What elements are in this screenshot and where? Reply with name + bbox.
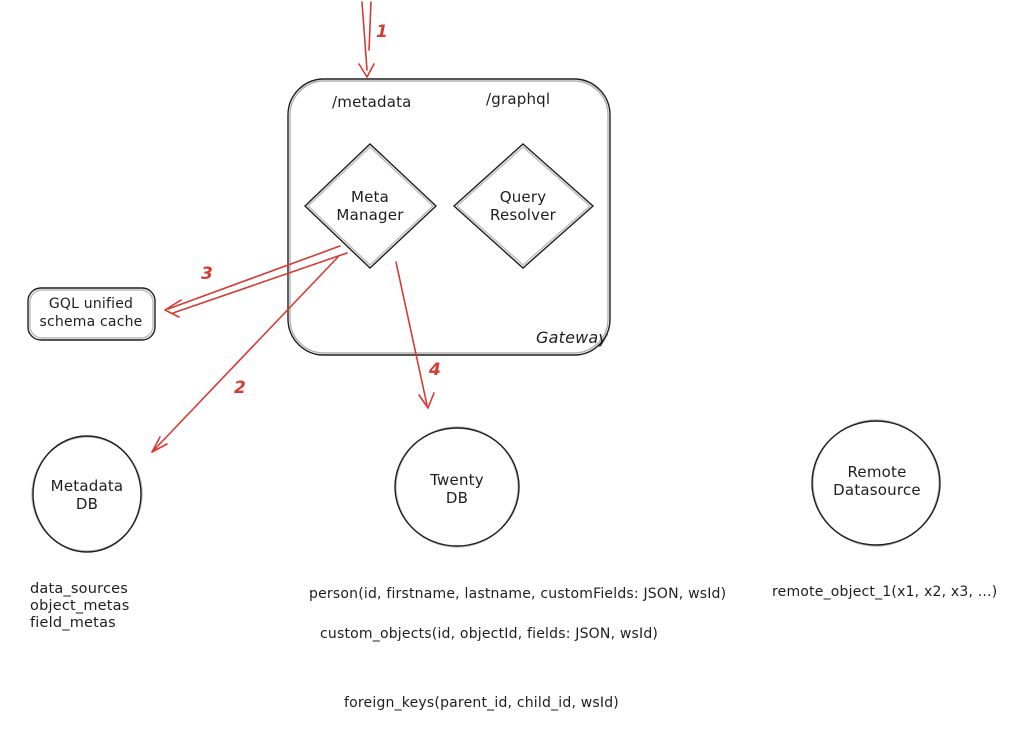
custom-objects-schema-text: custom_objects(id, objectId, fields: JSO… <box>320 626 659 642</box>
arrow-3-to-schema-cache <box>164 245 348 318</box>
arrow-4-to-twenty-db <box>395 261 435 409</box>
remote-object-schema-text: remote_object_1(x1, x2, x3, ...) <box>772 584 998 600</box>
query-resolver-line2: Resolver <box>489 206 557 224</box>
meta-manager-line1: Meta <box>350 188 390 206</box>
remote-datasource-line2: Datasource <box>833 481 921 499</box>
gateway-box-sketch <box>289 80 609 354</box>
schema-cache-line2: schema cache <box>39 314 143 330</box>
arrow-label-2: 2 <box>234 378 246 398</box>
person-schema-text: person(id, firstname, lastname, customFi… <box>309 586 727 602</box>
endpoint-graphql-label: /graphql <box>486 90 551 108</box>
gateway-box <box>287 78 611 356</box>
arrow-label-3: 3 <box>201 264 213 284</box>
metadata-db-table-item: object_metas <box>30 598 130 614</box>
arrow-label-4: 4 <box>429 360 441 380</box>
meta-manager-diamond <box>303 143 438 269</box>
twenty-db-label: Twenty DB <box>430 471 484 507</box>
schema-cache-label: GQL unified schema cache <box>39 295 142 331</box>
twenty-db-circle <box>394 427 520 547</box>
arrow-2-to-metadata-db <box>151 256 339 453</box>
schema-cache-box-sketch <box>29 289 154 339</box>
twenty-db-circle-sketch <box>395 426 519 548</box>
query-resolver-diamond <box>452 143 595 269</box>
remote-datasource-circle <box>811 420 941 546</box>
metadata-db-circle <box>32 435 142 553</box>
foreign-keys-schema-text: foreign_keys(parent_id, child_id, wsId) <box>344 695 619 711</box>
schema-cache-box <box>27 287 156 341</box>
query-resolver-line1: Query <box>499 188 547 206</box>
metadata-db-line2: DB <box>75 495 99 513</box>
metadata-db-label: Metadata DB <box>51 477 124 513</box>
meta-manager-line2: Manager <box>336 206 404 224</box>
twenty-db-line2: DB <box>445 489 469 507</box>
query-resolver-diamond-sketch <box>455 146 592 266</box>
twenty-db-line1: Twenty <box>430 471 484 489</box>
arrow-1-request-in <box>358 1 375 78</box>
metadata-db-circle-sketch <box>31 436 143 552</box>
metadata-db-tables-list: data_sources object_metas field_metas <box>30 581 130 632</box>
meta-manager-label: Meta Manager <box>336 188 403 224</box>
gateway-label: Gateway <box>536 328 609 347</box>
metadata-db-line1: Metadata <box>50 477 124 495</box>
metadata-db-table-item: field_metas <box>30 615 116 631</box>
meta-manager-diamond-sketch <box>306 146 435 266</box>
schema-cache-line1: GQL unified <box>48 296 134 312</box>
endpoint-metadata-label: /metadata <box>332 93 412 111</box>
remote-datasource-circle-sketch <box>812 419 940 547</box>
query-resolver-label: Query Resolver <box>490 188 556 224</box>
remote-datasource-label: Remote Datasource <box>833 463 921 499</box>
metadata-db-table-item: data_sources <box>30 581 129 597</box>
arrow-label-1: 1 <box>376 22 388 42</box>
remote-datasource-line1: Remote <box>847 463 907 481</box>
